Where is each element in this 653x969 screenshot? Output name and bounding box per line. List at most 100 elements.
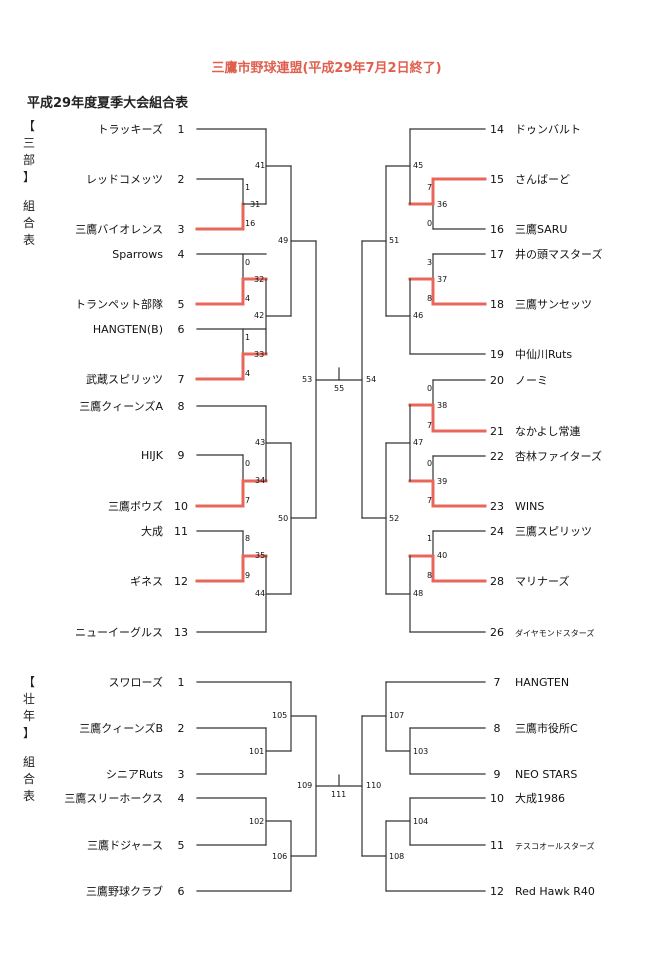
match-number: 108 — [389, 852, 404, 861]
team-seed: 19 — [490, 348, 504, 361]
team-seed: 13 — [174, 626, 188, 639]
match-number: 105 — [272, 711, 287, 720]
match-number: 36 — [437, 200, 447, 209]
division-a-label: 【 三 部 】 組 合 表 — [23, 120, 35, 247]
team-name: マリナーズ — [515, 574, 569, 588]
match-number: 102 — [249, 817, 264, 826]
match-number: 38 — [437, 401, 447, 410]
team-seed: 28 — [490, 575, 504, 588]
match-number: 42 — [254, 311, 264, 320]
match-number: 33 — [254, 350, 264, 359]
division-b-label-char: 【 — [23, 675, 36, 689]
score: 7 — [427, 496, 432, 505]
score: 7 — [427, 421, 432, 430]
team-seed: 17 — [490, 248, 504, 261]
team-name: ギネス — [130, 575, 163, 588]
team-name: HANGTEN — [515, 676, 569, 689]
match-number: 35 — [255, 551, 265, 560]
match-number: 103 — [413, 747, 428, 756]
match-number: 48 — [413, 589, 423, 598]
team-seed: 9 — [494, 768, 501, 781]
score: 8 — [427, 294, 432, 303]
team-name: 三鷹クィーンズB — [79, 721, 163, 735]
team-seed: 2 — [178, 173, 185, 186]
team-seed: 24 — [490, 525, 504, 538]
team-seed: 1 — [178, 123, 185, 136]
match-number: 51 — [389, 236, 399, 245]
match-number: 39 — [437, 477, 447, 486]
team-name: 杏林ファイターズ — [515, 449, 602, 463]
final-match-number: 111 — [331, 790, 346, 799]
team-name: ノーミ — [515, 374, 548, 387]
team-seed: 10 — [174, 500, 188, 513]
team-name: 三鷹クィーンズA — [79, 399, 163, 413]
team-name: 三鷹野球クラブ — [86, 884, 163, 898]
team-name: さんばーど — [515, 173, 570, 186]
score: 1 — [427, 534, 432, 543]
team-seed: 20 — [490, 374, 504, 387]
team-name: レッドコメッツ — [86, 173, 163, 186]
team-seed: 23 — [490, 500, 504, 513]
score: 8 — [427, 571, 432, 580]
score: 4 — [245, 369, 250, 378]
team-name: ニューイーグルス — [75, 625, 163, 639]
team-seed: 8 — [178, 400, 185, 413]
team-seed: 7 — [178, 373, 185, 386]
division-a-label-char: 三 — [23, 136, 36, 150]
match-number: 32 — [254, 275, 264, 284]
division-a-label-char: 部 — [23, 153, 36, 167]
team-name: NEO STARS — [515, 768, 577, 781]
page-subtitle: 平成29年度夏季大会組合表 — [27, 96, 189, 111]
score: 0 — [245, 459, 250, 468]
division-a-label-char: 】 — [23, 170, 36, 184]
team-name: 三鷹スリーホークス — [64, 791, 163, 805]
match-number: 110 — [366, 781, 381, 790]
team-name: 三鷹ボウズ — [108, 499, 163, 513]
score: 0 — [245, 258, 250, 267]
team-seed: 5 — [178, 839, 185, 852]
team-name: 井の頭マスターズ — [515, 247, 602, 261]
final-match-number: 55 — [334, 384, 344, 393]
team-seed: 3 — [178, 223, 185, 236]
team-seed: 4 — [178, 248, 185, 261]
score: 4 — [245, 294, 250, 303]
score: 7 — [245, 496, 250, 505]
match-number: 101 — [249, 747, 264, 756]
team-seed: 11 — [490, 839, 504, 852]
division-a-label-char: 組 — [23, 199, 36, 213]
division-b-label-char: 組 — [23, 755, 36, 769]
team-name: 三鷹サンセッツ — [515, 297, 592, 311]
match-number: 40 — [437, 551, 447, 560]
match-number: 106 — [272, 852, 287, 861]
score: 0 — [427, 459, 432, 468]
team-name: Red Hawk R40 — [515, 885, 595, 898]
team-name: ダイヤモンドスターズ — [515, 628, 594, 638]
team-name: シニアRuts — [106, 768, 163, 781]
team-seed: 12 — [174, 575, 188, 588]
division-b-label-char: 壮 — [23, 692, 36, 706]
team-name: 大成 — [141, 524, 163, 538]
team-seed: 11 — [174, 525, 188, 538]
division-b-label-char: 合 — [23, 772, 36, 786]
score: 1 — [245, 333, 250, 342]
team-name: 三鷹市役所C — [515, 721, 578, 735]
division-a-label-char: 【 — [23, 119, 36, 133]
team-seed: 18 — [490, 298, 504, 311]
match-number: 31 — [250, 200, 260, 209]
division-a-label-char: 表 — [23, 233, 36, 247]
division-b-label-char: 年 — [23, 709, 36, 723]
score: 7 — [427, 183, 432, 192]
team-name: 中仙川Ruts — [515, 348, 572, 361]
team-name: Sparrows — [112, 248, 163, 261]
team-name: ドゥンバルト — [515, 123, 581, 136]
team-seed: 8 — [494, 722, 501, 735]
score: 0 — [427, 384, 432, 393]
team-seed: 2 — [178, 722, 185, 735]
score: 9 — [245, 571, 250, 580]
team-seed: 5 — [178, 298, 185, 311]
team-seed: 1 — [178, 676, 185, 689]
team-seed: 7 — [494, 676, 501, 689]
team-seed: 4 — [178, 792, 185, 805]
